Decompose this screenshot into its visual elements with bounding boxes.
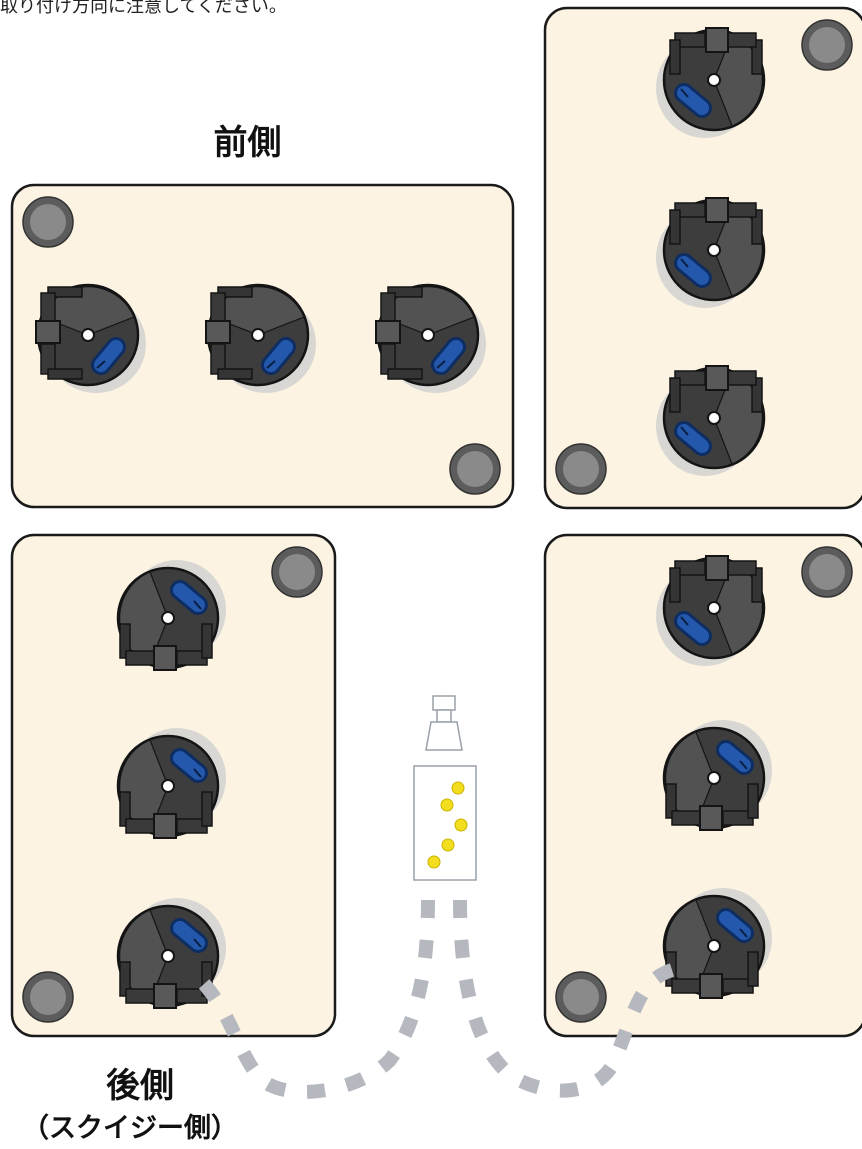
instruction-caption: 取り付け方向に注意してください。 [0,0,287,18]
fluid-bottle [414,696,476,880]
bead [428,856,440,868]
foot-right-bottom-bottomleft [556,972,606,1022]
foot-left-bottom-bottomleft [23,972,73,1022]
bead [452,782,464,794]
foot-front-bottomright [450,444,500,494]
bead [441,799,453,811]
foot-left-bottom-topright [272,547,322,597]
foot-right-top-topright [802,20,852,70]
foot-right-top-bottomleft [556,444,606,494]
label-rear: 後側 [80,1058,200,1107]
label-rear-sub: （スクイジー側） [0,1106,260,1145]
bead [442,839,454,851]
foot-front-topleft [23,197,73,247]
label-front: 前側 [200,115,295,164]
bead [455,819,467,831]
foot-right-bottom-topright [802,547,852,597]
